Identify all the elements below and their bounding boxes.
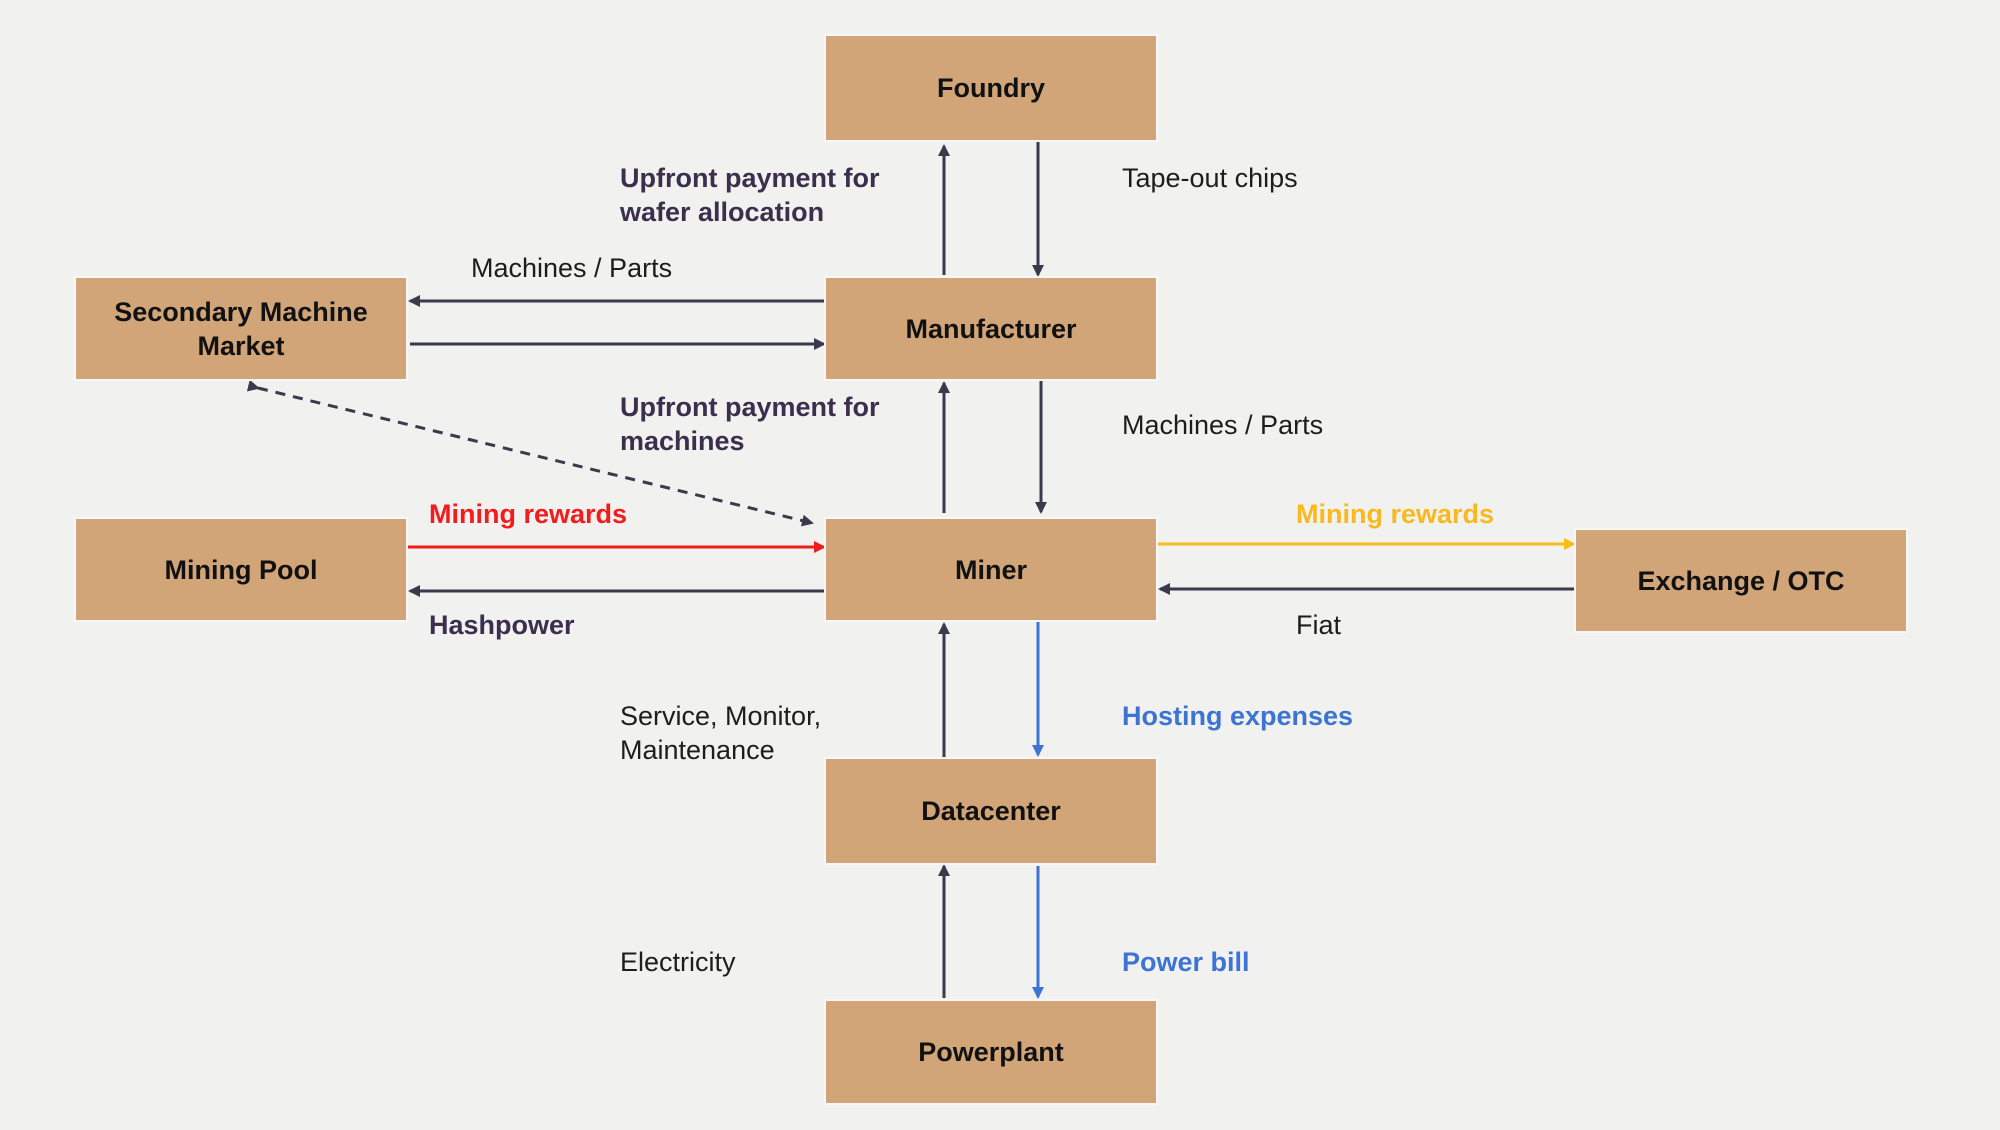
fiat-label: Fiat [1296,610,1342,640]
hosting-expenses-label: Hosting expenses [1122,701,1354,731]
mining-rewards-pool-label: Mining rewards [429,499,628,529]
machines-parts-miner-label: Machines / Parts [1122,410,1324,440]
secondary-machine-market-node: Secondary Machine Market [74,276,408,381]
arrow-secondary-market-miner-dashed [246,379,814,527]
wafer-payment-label: Upfront payment for wafer allocation [620,163,880,227]
powerplant-node: Powerplant [824,999,1158,1105]
manufacturer-node: Manufacturer [824,276,1158,381]
tape-out-label: Tape-out chips [1122,163,1298,193]
power-bill-label: Power bill [1122,947,1250,977]
datacenter-node: Datacenter [824,757,1158,865]
foundry-node: Foundry [824,34,1158,142]
electricity-label: Electricity [620,947,736,977]
hashpower-label: Hashpower [429,610,575,640]
service-monitor-maintenance-label: Service, Monitor, Maintenance [620,701,822,765]
mining-rewards-exchange-label: Mining rewards [1296,499,1495,529]
machines-parts-secondary-label: Machines / Parts [471,253,673,283]
exchange-otc-node: Exchange / OTC [1574,528,1908,633]
machine-payment-label: Upfront payment for machines [620,392,880,456]
mining-pool-node: Mining Pool [74,517,408,622]
miner-node: Miner [824,517,1158,622]
